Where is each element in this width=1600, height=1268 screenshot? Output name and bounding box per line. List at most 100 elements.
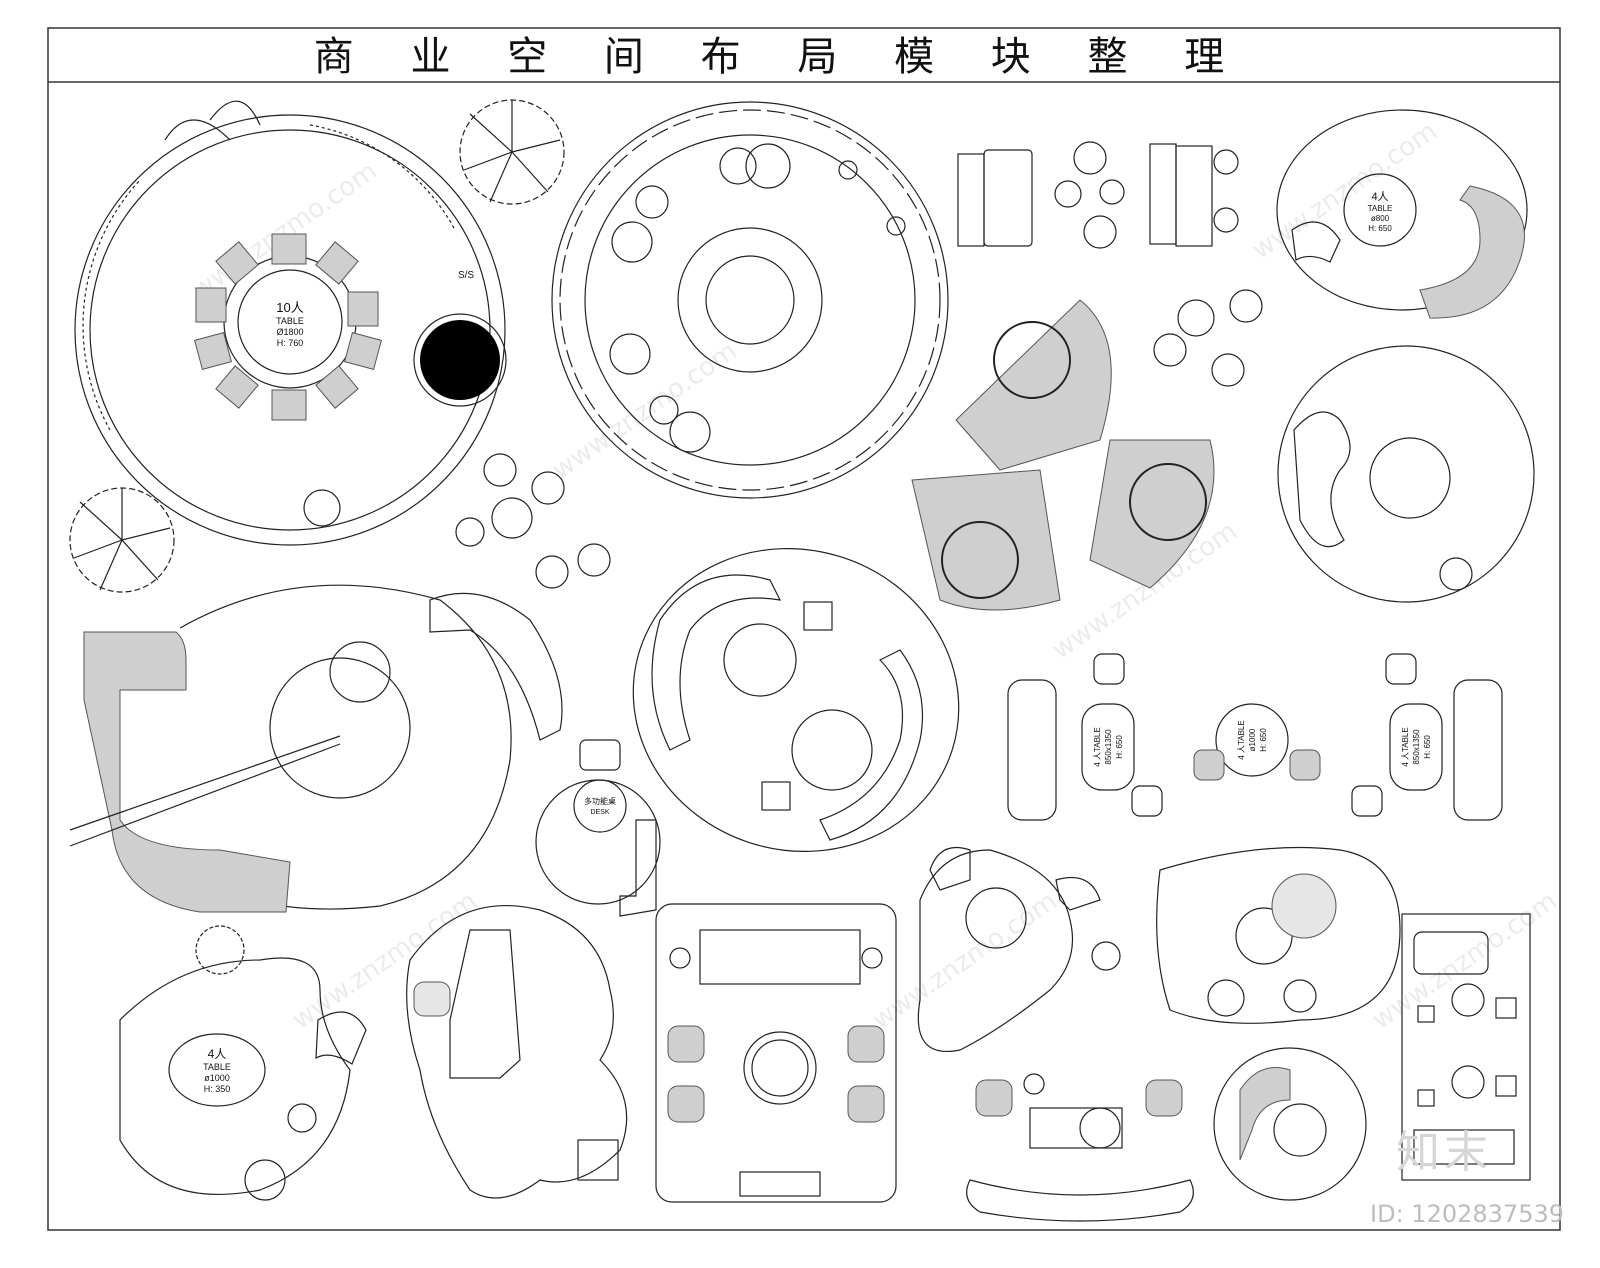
- stool: [1091, 941, 1121, 971]
- stool: [649, 395, 679, 425]
- chair: [1093, 653, 1125, 685]
- center-counter-inner: [705, 255, 795, 345]
- curved-sofa: [429, 592, 563, 741]
- pod-outline: [1276, 109, 1528, 311]
- side-table: [1213, 149, 1239, 175]
- table-a-label: 4 人TABLE: [1093, 727, 1102, 766]
- bar-diagonal: [69, 735, 341, 831]
- module-rect-booth: [1401, 913, 1531, 1181]
- side-lamp: [861, 947, 883, 969]
- round-table: [1451, 983, 1485, 1017]
- chair: [1495, 1075, 1517, 1097]
- round-table: [1273, 1103, 1327, 1157]
- chair: [215, 365, 259, 409]
- module-bottom-sofa: [966, 1073, 1194, 1222]
- chair: [1495, 997, 1517, 1019]
- table-round-size: ø1000: [1248, 728, 1257, 751]
- module-desk: 多功能桌 DESK: [535, 739, 661, 917]
- armchair: [847, 1025, 885, 1063]
- sofa-three-seat: [699, 929, 861, 985]
- pod2-label-size: ø1000: [204, 1073, 230, 1083]
- module-round-booth-10: 10人 TABLE Ø1800 H: 760 S/S: [74, 100, 507, 546]
- chair: [1351, 785, 1383, 817]
- umbrella-table: [1129, 463, 1207, 541]
- room-outline: [655, 903, 897, 1203]
- chair: [803, 601, 833, 631]
- table-a-size: 850x1350: [1104, 729, 1113, 765]
- armchair: [667, 1085, 705, 1123]
- chair: [195, 287, 227, 323]
- planter-pot: [244, 1159, 286, 1201]
- chair: [315, 241, 359, 285]
- stool: [287, 1103, 317, 1133]
- stool: [669, 411, 711, 453]
- spot-light-icon: [886, 216, 906, 236]
- bar-counter: [83, 631, 291, 913]
- sheet-title: 商 业 空 间 布 局 模 块 整 理: [314, 34, 1246, 80]
- spot-light-icon: [838, 160, 858, 180]
- stool-square: [1417, 1089, 1435, 1107]
- bar-wedge: [449, 929, 521, 1079]
- table-rect: [1389, 703, 1443, 791]
- armchair: [975, 1079, 1013, 1117]
- armchair: [929, 846, 971, 891]
- table-round: [1215, 703, 1289, 777]
- console: [739, 1171, 821, 1197]
- truss-frame: [309, 124, 456, 231]
- table-rect: [1081, 703, 1135, 791]
- coffee-table: [1029, 1107, 1123, 1149]
- lounge-outline: [1277, 345, 1535, 603]
- chair: [315, 365, 359, 409]
- chair: [1131, 785, 1163, 817]
- desk-label-en: DESK: [590, 809, 609, 816]
- round-table: [723, 623, 797, 697]
- module-lounge-square: [655, 903, 897, 1203]
- coffee-table-round: [743, 1031, 817, 1105]
- pod-label-height: H: 650: [1368, 224, 1392, 233]
- table-b-size: 850x1350: [1412, 729, 1421, 765]
- chair: [347, 291, 379, 327]
- pebble-stools: [455, 289, 1263, 589]
- round-platform: [269, 657, 411, 799]
- module-curved-bench: [917, 846, 1121, 1052]
- center-counter-outer: [677, 227, 823, 373]
- watermark: www.znzmo.com: [547, 336, 743, 486]
- table-b-height: H: 650: [1423, 735, 1432, 759]
- lounge-chair: [1073, 141, 1107, 175]
- stool: [1023, 1073, 1045, 1095]
- sofa: [1453, 679, 1503, 821]
- sector-bench: [955, 299, 1112, 471]
- curved-banquette: [651, 574, 782, 751]
- curved-sofa: [1419, 185, 1525, 319]
- watermark: www.znzmo.com: [1247, 116, 1443, 266]
- booth-ring: [559, 109, 941, 491]
- brand-watermark: 知末: [1396, 1127, 1492, 1178]
- bench: [1413, 1129, 1515, 1165]
- image-id-label: ID: 1202837539: [1370, 1200, 1564, 1228]
- round-table: [168, 1033, 266, 1107]
- black-column: [420, 320, 500, 400]
- armchair: [315, 1011, 367, 1065]
- planter-box: [957, 153, 985, 247]
- armchair: [667, 1025, 705, 1063]
- side-lamp: [669, 947, 691, 969]
- booth-inner: [584, 134, 916, 466]
- table-a-height: H: 650: [1115, 735, 1124, 759]
- pebble-stool: [531, 471, 565, 505]
- ss-label: S/S: [458, 270, 474, 281]
- planter-leaves: [164, 100, 261, 141]
- lounge-chair: [1083, 215, 1117, 249]
- oval-outline: [632, 548, 960, 852]
- module-umbrella-cluster: [911, 299, 1215, 611]
- dining-table-inner: [237, 269, 343, 375]
- desk-label-cn: 多功能桌: [584, 796, 616, 806]
- table-label-height: H: 760: [277, 338, 304, 348]
- blob-outline: [1156, 846, 1401, 1024]
- booth-outline: [1401, 913, 1531, 1181]
- pebble-stool: [1177, 299, 1215, 337]
- chair: [194, 332, 232, 370]
- blob-outline: [406, 904, 628, 1199]
- chair: [215, 241, 259, 285]
- tree-small: [195, 925, 245, 975]
